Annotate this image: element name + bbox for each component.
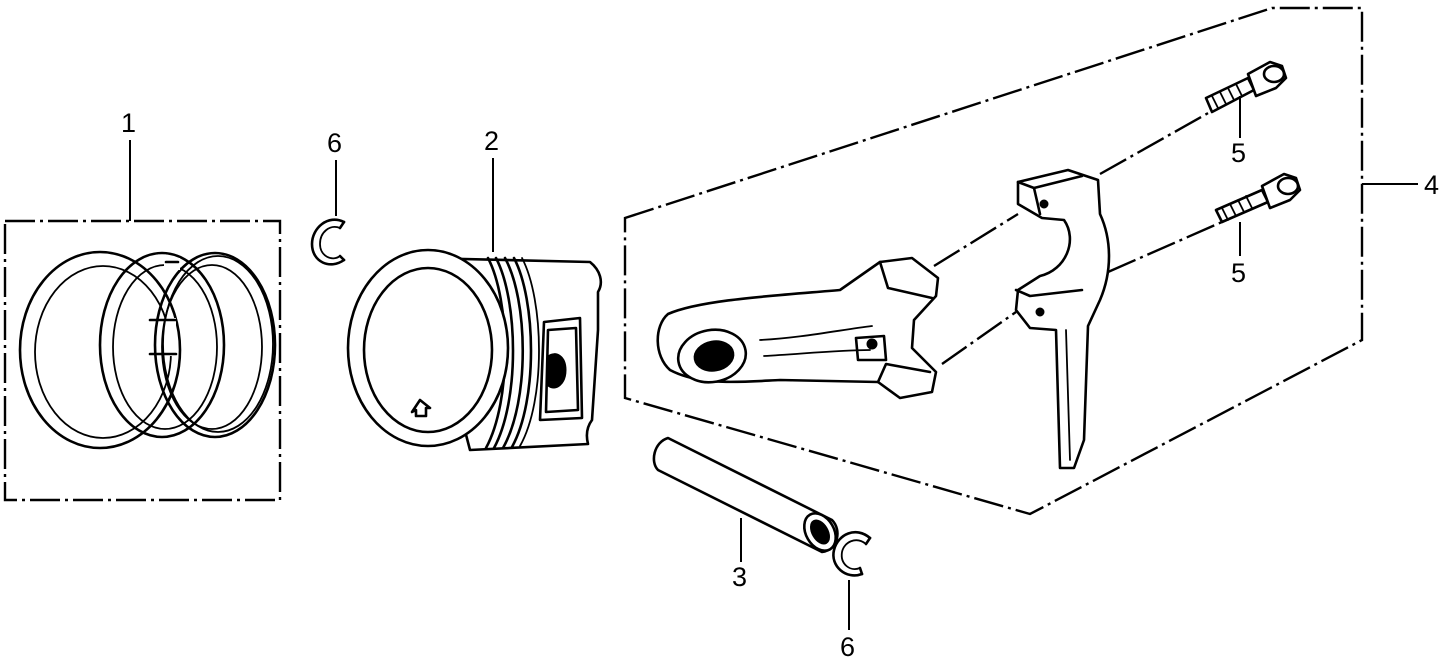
callout-1: 1	[121, 108, 136, 221]
callout-label-2: 2	[484, 126, 499, 156]
callout-6-upper: 6	[327, 128, 342, 216]
callout-label-5-upper: 5	[1231, 138, 1246, 168]
callout-4: 4	[1362, 170, 1439, 200]
callout-label-6-upper: 6	[327, 128, 342, 158]
callout-label-5-lower: 5	[1231, 258, 1246, 288]
connecting-rod-bolt-upper	[1204, 60, 1288, 114]
callout-2: 2	[484, 126, 499, 252]
rod-assembly-frame	[623, 6, 1364, 516]
piston-pin	[652, 436, 839, 554]
piston-pin-clip-upper	[310, 218, 346, 266]
callout-6-lower: 6	[840, 580, 855, 658]
connecting-rod-bolt-lower	[1214, 172, 1302, 224]
callout-label-6-lower: 6	[840, 632, 855, 658]
callout-label-4: 4	[1424, 170, 1439, 200]
piston-pin-clip-lower	[832, 531, 872, 577]
callout-5-lower: 5	[1231, 222, 1246, 288]
ring-set-frame	[3, 219, 282, 502]
callout-label-1: 1	[121, 108, 136, 138]
piston	[346, 248, 603, 452]
callout-5-upper: 5	[1231, 96, 1246, 168]
callout-3: 3	[732, 518, 747, 592]
piston-ring-set	[3, 219, 282, 502]
callout-label-3: 3	[732, 562, 747, 592]
connecting-rod-assembly	[623, 6, 1364, 516]
